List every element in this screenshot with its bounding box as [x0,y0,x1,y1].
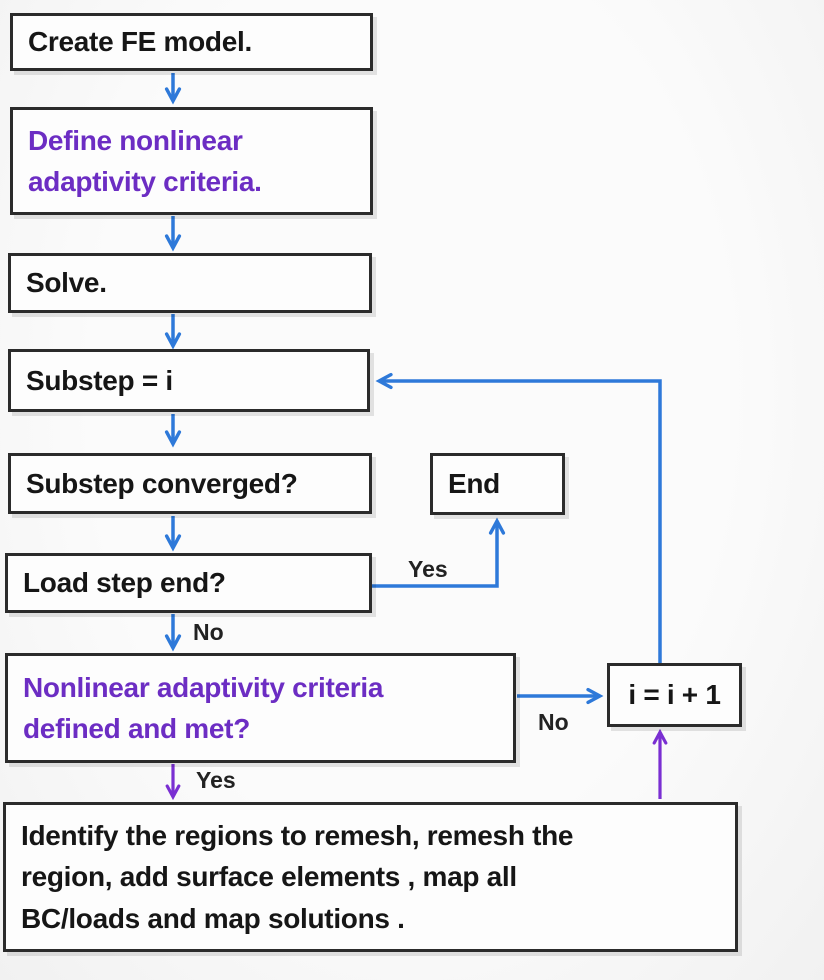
node-create-fe-model: Create FE model. [10,13,373,71]
node-substep-converged-text: Substep converged? [26,467,298,499]
node-remesh-actions: Identify the regions to remesh, remesh t… [3,802,738,952]
node-criteria-defined-met: Nonlinear adaptivity criteria defined an… [5,653,516,763]
node-increment-i: i = i + 1 [607,663,742,727]
edge-loadstep-end-arrow [372,517,506,588]
node-load-step-end-text: Load step end? [23,567,226,599]
edge-increment-substep-arrow [375,372,662,663]
node-load-step-end: Load step end? [5,553,372,613]
edge-label-no-below-loadstep: No [193,619,224,645]
edge-label-no-to-increment: No [538,709,569,735]
node-substep-converged: Substep converged? [8,453,372,514]
node-define-adaptivity-criteria: Define nonlinear adaptivity criteria. [10,107,373,215]
node-solve-text: Solve. [26,267,107,299]
edge-label-yes-to-end: Yes [408,556,448,582]
node-remesh-line1: Identify the regions to remesh, remesh t… [21,819,574,851]
node-criteria-line2: defined and met? [23,713,250,744]
node-criteria-line1: Nonlinear adaptivity criteria [23,671,384,703]
node-substep-i: Substep = i [8,349,370,412]
node-remesh-line2: region, add surface elements , map all [21,861,517,893]
node-create-fe-model-text: Create FE model. [28,26,252,58]
node-define-line1: Define nonlinear [28,124,243,156]
node-end: End [430,453,565,515]
node-solve: Solve. [8,253,372,313]
edge-label-yes-below-criteria: Yes [196,767,236,793]
node-define-line2: adaptivity criteria. [28,166,262,197]
node-substep-i-text: Substep = i [26,364,173,396]
node-remesh-line3: BC/loads and map solutions . [21,902,405,934]
node-end-text: End [448,468,500,500]
node-increment-i-text: i = i + 1 [628,679,721,711]
